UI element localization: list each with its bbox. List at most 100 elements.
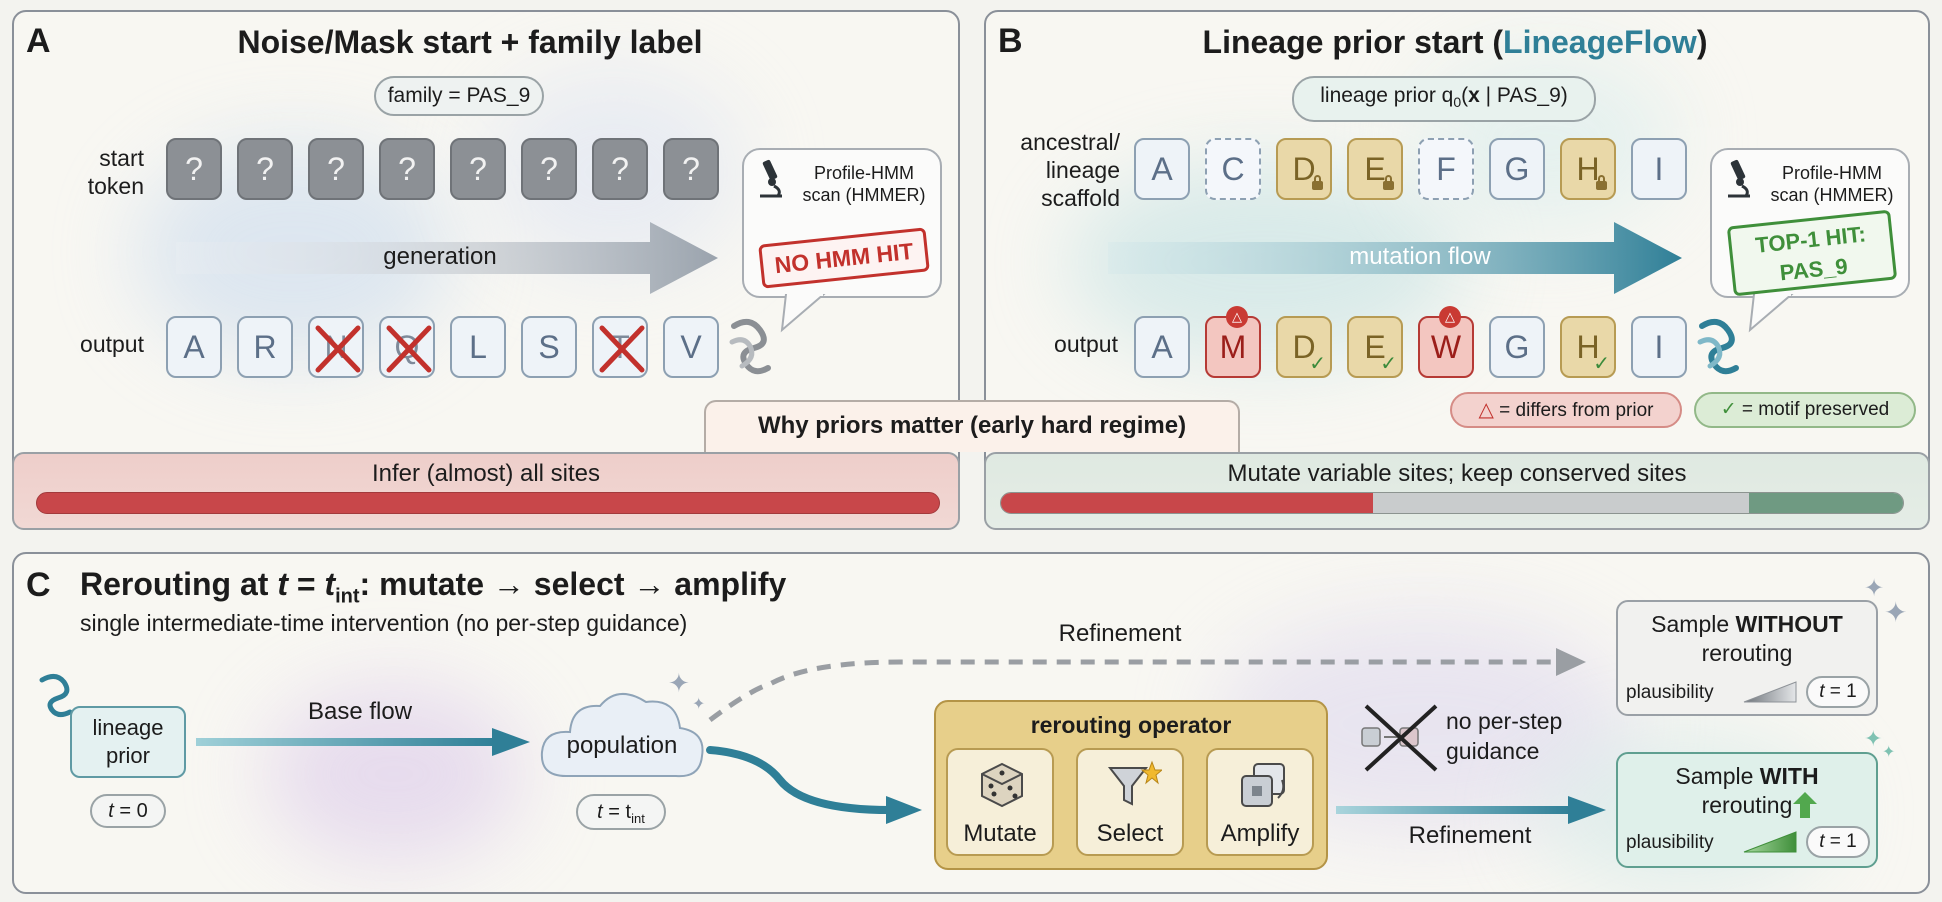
- token-letter: H: [1576, 329, 1600, 365]
- title-t2: t: [324, 566, 336, 602]
- protein-structure-icon: [1697, 318, 1739, 375]
- legend-motif-text: = motif preserved: [1736, 399, 1890, 420]
- sparkle-icon: ✦: [1864, 575, 1885, 602]
- start-token-label: start token: [40, 144, 144, 200]
- lineageflow-accent: LineageFlow: [1503, 24, 1697, 60]
- pill-suffix: | PAS_9): [1479, 84, 1568, 107]
- token-letter: E: [1364, 151, 1386, 187]
- panel-a-footer-text: Infer (almost) all sites: [371, 460, 601, 487]
- sequence-token: ?: [237, 138, 293, 200]
- generation-label: generation: [383, 243, 497, 270]
- token-letter: M: [1219, 329, 1247, 365]
- sequence-token: F: [1418, 138, 1474, 200]
- differs-badge-icon: △: [1226, 306, 1248, 328]
- with-bold: WITH: [1759, 763, 1819, 789]
- cross-mark-icon: [315, 325, 361, 373]
- sequence-token: I: [1631, 138, 1687, 200]
- base-flow-label: Base flow: [307, 698, 413, 725]
- t-eq: = t: [602, 801, 632, 823]
- up-arrow-icon: [1793, 792, 1817, 818]
- sequence-token: L: [450, 316, 506, 378]
- select-op: Select: [1076, 748, 1184, 856]
- sequence-token: E: [1347, 138, 1403, 200]
- sequence-token: D: [1276, 138, 1332, 200]
- sequence-token: R: [237, 316, 293, 378]
- triangle-icon: △: [1478, 399, 1494, 421]
- no-guidance-label: no per-step guidance: [1446, 706, 1562, 766]
- generation-arrow: [176, 222, 718, 294]
- t-sub: int: [631, 811, 645, 826]
- sparkle-icon: ✦: [692, 696, 706, 713]
- title-suffix: ): [1696, 24, 1708, 60]
- background-blob: [264, 684, 524, 864]
- token-letter: V: [680, 329, 702, 365]
- token-letter: A: [1151, 329, 1173, 365]
- token-letter: S: [538, 329, 560, 365]
- scaffold-label: ancestral/ lineage scaffold: [980, 128, 1120, 212]
- panel-b-footer: [984, 452, 1930, 530]
- dice-icon: [981, 762, 1023, 808]
- sequence-token: M△: [1205, 306, 1261, 378]
- token-letter: E: [1364, 329, 1386, 365]
- pill-sub: 0: [1453, 94, 1462, 111]
- protein-structure-icon: [729, 318, 771, 375]
- title-suffix: : mutate → select → amplify: [359, 566, 787, 602]
- plausibility-high-meter: [1743, 831, 1797, 853]
- panel-a-footer: [12, 452, 960, 530]
- sample-word: Sample: [1675, 763, 1760, 789]
- panel-a-letter: A: [26, 22, 51, 60]
- cross-mark-icon: [386, 325, 432, 373]
- token-letter: D: [1292, 329, 1316, 365]
- token-letter: G: [1504, 151, 1530, 187]
- plausibility-label: plausibility: [1626, 832, 1714, 853]
- sequence-token: ?: [308, 138, 364, 200]
- scaffold-label-line: lineage: [1045, 157, 1120, 183]
- sequence-token: V: [663, 316, 719, 378]
- token-letter: G: [1504, 329, 1530, 365]
- tint-pill: t = tint: [576, 794, 666, 830]
- cross-mark-icon: [599, 325, 645, 373]
- token-letter: C: [1221, 151, 1245, 187]
- sequence-token: N: [308, 316, 364, 378]
- t-italic: t: [1819, 831, 1825, 852]
- sequence-token: A: [166, 316, 222, 378]
- token-letter: ?: [398, 151, 416, 187]
- t-rest: = 1: [1824, 681, 1857, 702]
- bubble-tail: [1748, 294, 1794, 333]
- variable-sites-fill: [1001, 493, 1373, 513]
- sparkle-icon: ✦: [1864, 726, 1883, 751]
- token-letter: ?: [682, 151, 700, 187]
- why-priors-banner: Why priors matter (early hard regime): [704, 400, 1240, 452]
- family-pill: family = PAS_9: [374, 76, 544, 116]
- refinement-arrow: [1336, 796, 1606, 824]
- sequence-token: G: [1489, 138, 1545, 200]
- plausibility-label: plausibility: [1626, 682, 1714, 703]
- sequence-token: G: [1489, 316, 1545, 378]
- sequence-token: W△: [1418, 306, 1474, 378]
- scan-title-line: scan (HMMER): [1770, 185, 1894, 205]
- population-cloud: [540, 693, 704, 778]
- scan-title-line: scan (HMMER): [802, 185, 926, 205]
- no-guidance-line: guidance: [1446, 738, 1540, 764]
- sequence-token: I: [1631, 316, 1687, 378]
- pill-bold: x: [1468, 84, 1480, 107]
- sample-word: Sample: [1651, 611, 1736, 637]
- scan-title-b: Profile-HMM scan (HMMER): [1758, 162, 1906, 206]
- sequence-token: T: [592, 316, 648, 378]
- lock-icon: [1312, 175, 1323, 190]
- sequence-token: ?: [592, 138, 648, 200]
- panel-b-footer-text: Mutate variable sites; keep conserved si…: [1227, 460, 1687, 487]
- t-rest: = 0: [113, 800, 148, 822]
- sequence-token: C: [1205, 138, 1261, 200]
- sparkle-icon: ✦: [668, 668, 690, 698]
- no-guidance-icon: [1361, 704, 1438, 772]
- plausibility-low-meter: [1743, 681, 1797, 703]
- sparkle-icon: ✦: [1882, 744, 1896, 761]
- legend-differs: △ = differs from prior: [1450, 392, 1682, 428]
- t1-pill-without: t = 1: [1806, 676, 1870, 708]
- token-letter: ?: [185, 151, 203, 187]
- sparkle-icon: ✦: [1884, 597, 1908, 628]
- t0-pill: t = 0: [90, 794, 166, 828]
- scan-title-line: Profile-HMM: [813, 163, 914, 183]
- token-letter: ?: [540, 151, 558, 187]
